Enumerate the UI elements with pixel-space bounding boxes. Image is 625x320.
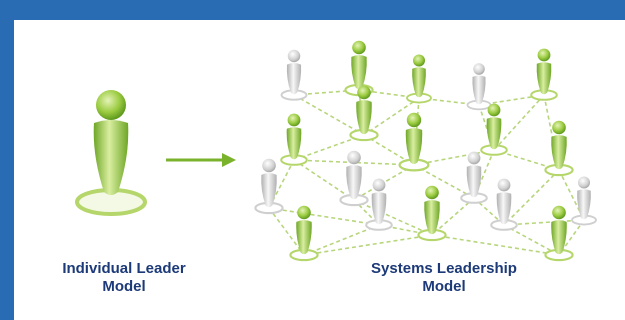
network-link — [353, 199, 433, 236]
person-green-icon — [289, 205, 319, 262]
person-green-icon — [344, 40, 374, 97]
individual-leader-caption-line2: Model — [102, 278, 146, 295]
person-green-icon — [417, 185, 447, 242]
person-green-icon — [398, 112, 430, 172]
person-green-icon — [406, 54, 432, 104]
network-link — [503, 219, 585, 226]
network-link — [503, 169, 560, 226]
person-green-icon — [530, 48, 558, 101]
person-grey-icon — [339, 150, 369, 207]
person-grey-icon — [254, 158, 284, 215]
systems-leadership-caption: Systems Leadership Model — [314, 260, 574, 296]
network-link — [293, 159, 355, 201]
individual-leader-icon — [75, 90, 147, 216]
network-link — [303, 234, 433, 256]
individual-leader-caption: Individual Leader Model — [24, 260, 224, 296]
network-link — [558, 169, 585, 221]
person-grey-icon — [466, 63, 492, 111]
diagram-panel: Individual Leader Model Systems Leadersh… — [14, 20, 625, 320]
network-link — [268, 207, 305, 256]
individual-leader-caption-line1: Individual Leader — [62, 260, 186, 277]
network-link — [293, 94, 365, 136]
systems-leadership-caption-line1: Systems Leadership — [371, 260, 517, 277]
network-link — [268, 207, 380, 226]
network-link — [413, 164, 475, 199]
systems-network — [254, 40, 597, 262]
network-link — [478, 104, 495, 151]
person-grey-icon — [460, 151, 488, 204]
network-link — [293, 134, 365, 161]
person-green-icon — [280, 113, 308, 166]
systems-leadership-caption-line2: Model — [422, 278, 466, 295]
person-grey-icon — [490, 178, 518, 231]
network-link — [493, 94, 545, 151]
person-grey-icon — [280, 49, 308, 101]
network-link — [431, 197, 475, 236]
network-link — [431, 234, 560, 256]
network-link — [353, 164, 415, 201]
network-link — [293, 159, 415, 166]
person-grey-icon — [571, 176, 597, 226]
person-grey-icon — [365, 178, 393, 231]
arrow-right-icon — [166, 153, 236, 167]
network-link — [503, 224, 560, 256]
person-green-icon — [480, 103, 508, 156]
person-green-icon — [544, 205, 574, 262]
network-nodes — [254, 40, 597, 262]
person-green-icon — [349, 85, 379, 142]
network-link — [303, 224, 380, 256]
diagram-canvas — [75, 40, 597, 262]
person-green-icon — [544, 120, 574, 177]
